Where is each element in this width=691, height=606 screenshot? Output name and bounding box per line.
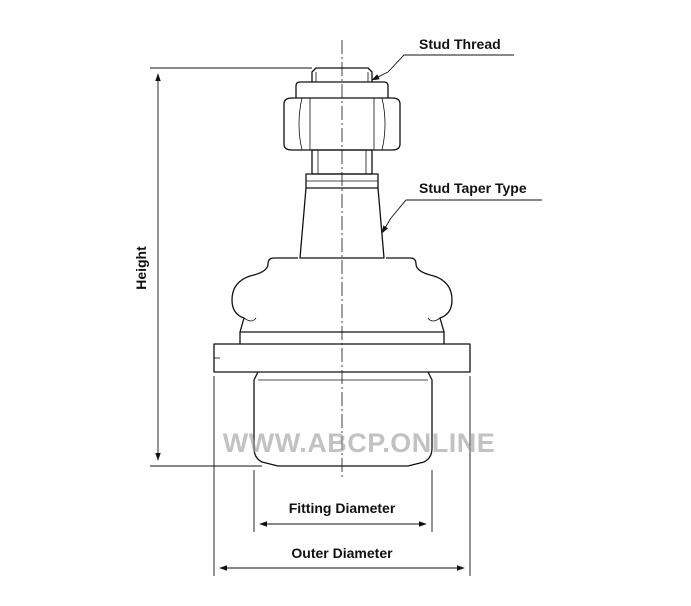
hex-nut bbox=[283, 97, 401, 151]
tapered-stud bbox=[299, 187, 385, 259]
stud-thread-label: Stud Thread bbox=[419, 36, 501, 52]
watermark: WWW.ABCP.ONLINE bbox=[223, 428, 496, 458]
outer-diameter-dimension: Outer Diameter bbox=[213, 376, 471, 576]
fitting-diameter-dimension: Fitting Diameter bbox=[253, 470, 433, 532]
housing-body bbox=[253, 371, 433, 467]
housing-flange bbox=[213, 343, 471, 373]
stud-thread-tip bbox=[311, 67, 373, 82]
stud-taper-type-callout: Stud Taper Type bbox=[381, 180, 542, 234]
stud-taper-type-label: Stud Taper Type bbox=[419, 180, 527, 196]
rubber-boot bbox=[231, 257, 453, 344]
height-dimension: Height bbox=[133, 67, 312, 467]
outer-diameter-label: Outer Diameter bbox=[291, 545, 393, 561]
stud-thread-callout: Stud Thread bbox=[371, 36, 514, 81]
height-label: Height bbox=[133, 246, 149, 290]
fitting-diameter-label: Fitting Diameter bbox=[289, 500, 396, 516]
nut-washer bbox=[295, 81, 389, 98]
